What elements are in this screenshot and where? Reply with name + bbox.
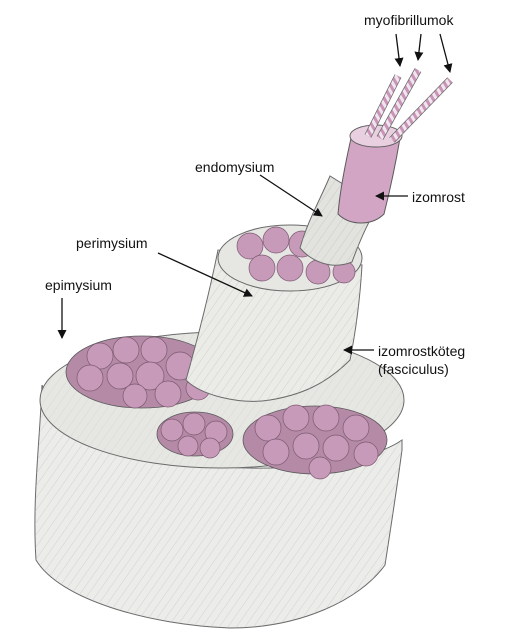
label-myofibrils: myofibrillumok	[364, 12, 454, 28]
label-perimysium: perimysium	[76, 235, 148, 251]
muscle-fiber-assembly	[299, 68, 453, 266]
muscle-fiber	[337, 133, 401, 224]
label-fascicle: izomrostköteg	[378, 343, 465, 359]
label-fascicle-latin: (fasciculus)	[378, 361, 449, 377]
perimysium-fascicle	[185, 224, 363, 402]
myofibril-strands	[364, 68, 453, 143]
fascicle-section-middle	[156, 411, 234, 459]
epimysium-bundle	[34, 331, 405, 629]
label-epimysium: epimysium	[45, 277, 112, 293]
arrow-icon	[57, 33, 453, 355]
label-muscle-fiber: izomrost	[412, 189, 465, 205]
fascicle-section-right	[242, 404, 388, 480]
label-endomysium: endomysium	[195, 159, 274, 175]
